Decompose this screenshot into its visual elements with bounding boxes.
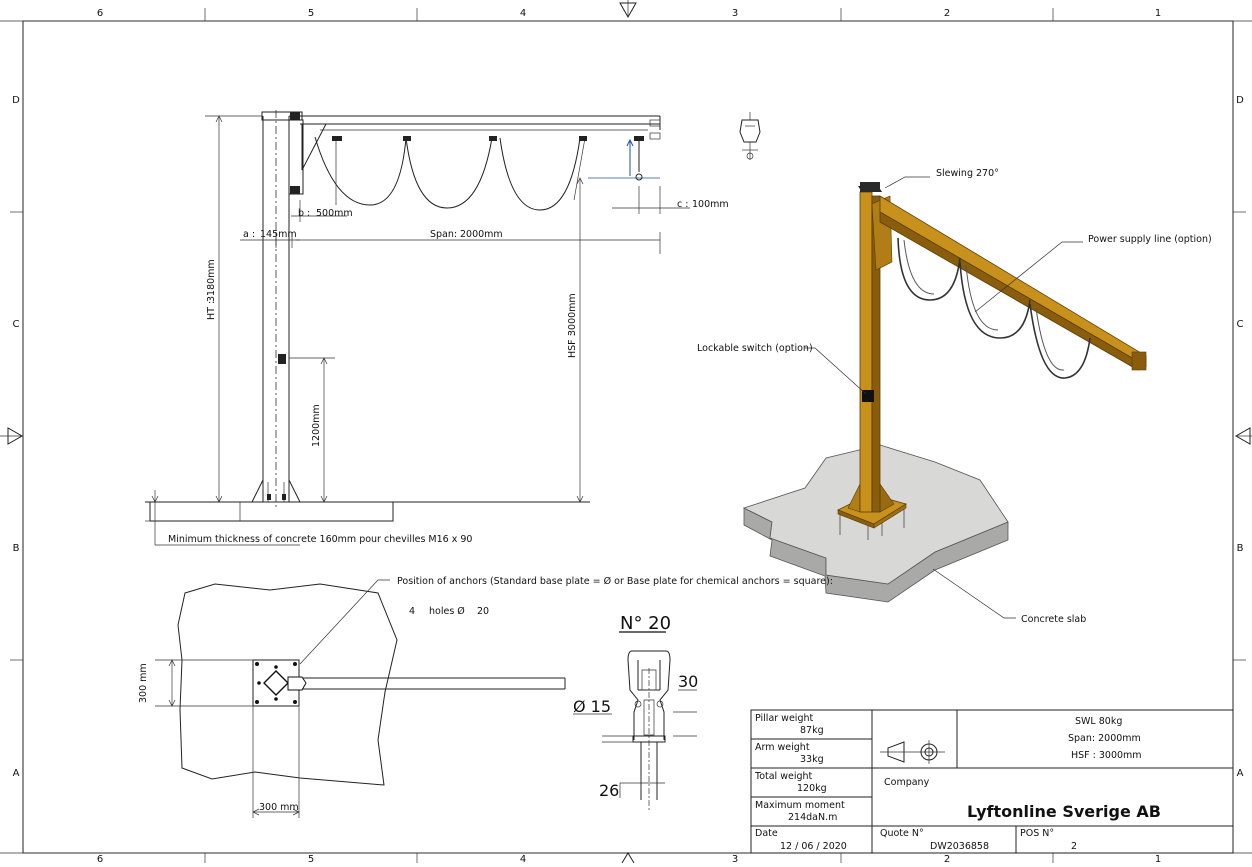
arm-weight-value: 33kg	[800, 754, 824, 765]
anchors-note: Position of anchors (Standard base plate…	[397, 576, 833, 587]
date-value: 12 / 06 / 2020	[780, 841, 847, 852]
col-label: 5	[308, 8, 314, 19]
row-label: C	[13, 319, 20, 330]
lockable-switch-callout: Lockable switch (option)	[697, 343, 813, 354]
col-label: 1	[1155, 8, 1161, 19]
concrete-slab-callout: Concrete slab	[1021, 614, 1086, 625]
detail-dim-30: 30	[678, 672, 698, 691]
pillar-weight-value: 87kg	[800, 725, 824, 736]
dim-ht-label: HT :	[206, 301, 217, 320]
holes-label: holes Ø	[429, 606, 465, 617]
dim-span-label: Span:	[430, 229, 457, 240]
date-label: Date	[755, 828, 778, 839]
pillar-weight-label: Pillar weight	[755, 713, 814, 724]
pos-label: POS N°	[1020, 828, 1055, 839]
row-label: A	[13, 768, 20, 779]
title-block	[750, 709, 1234, 854]
col-label: 3	[732, 854, 738, 863]
col-label: 2	[944, 854, 950, 863]
dim-b-label: b :	[298, 208, 310, 219]
dim-300-horizontal: 300 mm	[259, 802, 299, 813]
col-label: 6	[97, 8, 103, 19]
col-label: 4	[520, 854, 526, 863]
col-label: 2	[944, 8, 950, 19]
hsf-value: HSF : 3000mm	[1071, 750, 1142, 761]
dim-c-label: c :	[677, 199, 688, 210]
plan-view-labels: Position of anchors (Standard base plate…	[138, 576, 833, 813]
side-view-drawing	[145, 110, 690, 546]
col-label: 3	[732, 8, 738, 19]
dim-switch-height: 1200mm	[311, 404, 322, 447]
max-moment-label: Maximum moment	[755, 800, 845, 811]
quote-value: DW2036858	[930, 841, 990, 852]
col-label: 1	[1155, 854, 1161, 863]
dim-a-label: a :	[243, 229, 255, 240]
slewing-callout: Slewing 270°	[936, 168, 999, 179]
span-value: Span: 2000mm	[1068, 733, 1141, 744]
dim-c-value: 100mm	[692, 199, 729, 210]
iso-callouts: Slewing 270° Power supply line (option) …	[697, 168, 1212, 625]
col-label: 4	[520, 8, 526, 19]
col-label: 6	[97, 854, 103, 863]
detail-dim-15: Ø 15	[573, 697, 611, 716]
concrete-thickness-note: Minimum thickness of concrete 160mm pour…	[168, 534, 472, 545]
row-label: D	[12, 95, 20, 106]
company-name: Lyftonline Sverige AB	[967, 802, 1161, 821]
row-label: D	[1236, 95, 1244, 106]
swl-value: SWL 80kg	[1075, 716, 1123, 727]
total-weight-label: Total weight	[755, 771, 813, 782]
detail-labels: N° 20 30 Ø 15 26	[573, 613, 698, 800]
row-label: A	[1237, 768, 1244, 779]
max-moment-value: 214daN.m	[788, 812, 838, 823]
arm-weight-label: Arm weight	[755, 742, 810, 753]
pos-value: 2	[1071, 841, 1078, 852]
dim-300-vertical: 300 mm	[138, 663, 149, 703]
dim-ht-value: 3180mm	[206, 259, 217, 302]
trolley-detail	[573, 631, 697, 810]
total-weight-value: 120kg	[797, 783, 827, 794]
isometric-crane-view	[742, 182, 1147, 603]
frame-labels: 6 5 4 3 2 1 6 5 4 3 2 1 D C B A D C B A	[12, 8, 1244, 865]
anchor-plan-view	[155, 579, 566, 818]
row-label: B	[1237, 543, 1244, 554]
detail-title: N° 20	[620, 613, 671, 634]
holes-diameter: 20	[477, 606, 489, 617]
company-label: Company	[884, 777, 930, 788]
power-supply-callout: Power supply line (option)	[1088, 234, 1212, 245]
dim-b-value: 500mm	[316, 208, 353, 219]
col-label: 5	[308, 854, 314, 863]
dim-hsf-label: HSF :	[567, 333, 578, 358]
hoist-icon	[739, 112, 761, 160]
side-view-labels: b : 500mm a : 145mm Span: 2000mm c : 100…	[168, 199, 729, 545]
dim-hsf-value: 3000mm	[567, 293, 578, 336]
dim-span-value: 2000mm	[460, 229, 503, 240]
row-label: C	[1237, 319, 1244, 330]
row-label: B	[13, 543, 20, 554]
holes-count: 4	[409, 606, 415, 617]
dim-a-value: 145mm	[260, 229, 297, 240]
detail-dim-26: 26	[599, 781, 619, 800]
quote-label: Quote N°	[880, 828, 924, 839]
